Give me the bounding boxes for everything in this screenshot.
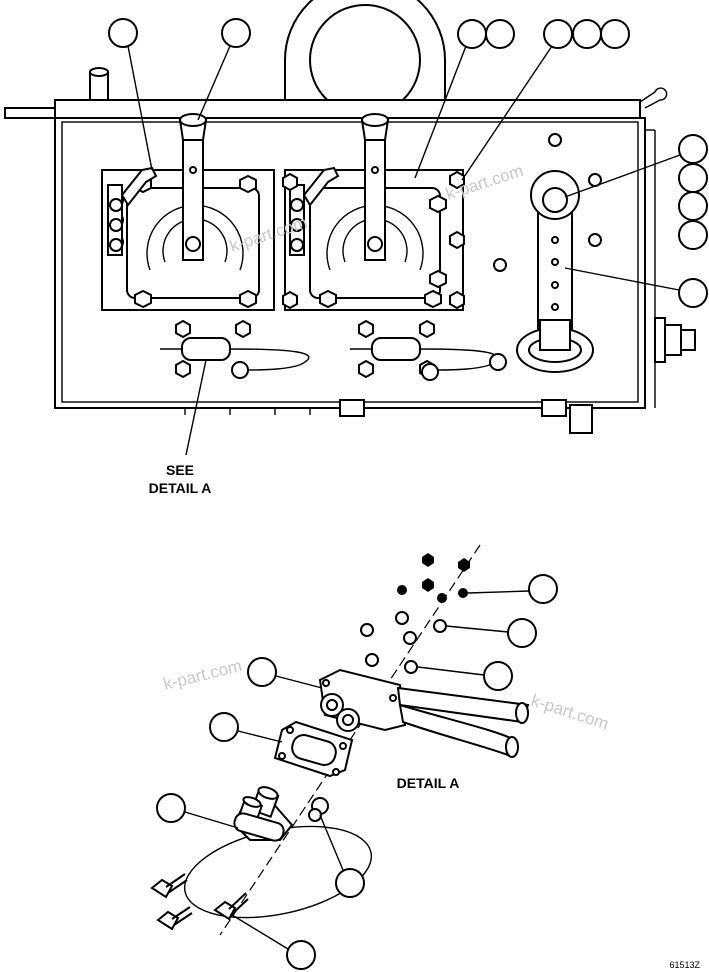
detail-a-title: DETAIL A xyxy=(397,775,460,791)
callout-bubble xyxy=(247,657,277,687)
detail-callouts xyxy=(156,574,558,970)
detail-plug-and-ring xyxy=(183,786,373,919)
drawing-number: 61513Z xyxy=(669,960,700,970)
callout-bubble xyxy=(678,220,708,250)
see-detail-label-line2: DETAIL A xyxy=(149,480,212,496)
see-detail-label-line1: SEE xyxy=(166,462,194,478)
housing-connectors xyxy=(160,337,507,381)
callout-bubble xyxy=(221,18,251,48)
watermark-text: k-part.com xyxy=(161,656,244,694)
housing-hex-nuts xyxy=(175,133,602,379)
callout-bubble xyxy=(678,191,708,221)
callout-bubble xyxy=(528,574,558,604)
callout-bubble xyxy=(209,712,239,742)
callout-bubble xyxy=(678,134,708,164)
right-lever xyxy=(516,170,594,373)
lifting-ring xyxy=(284,0,446,116)
callout-bubble xyxy=(457,19,487,49)
main-assembly: k-part.com k-part.com xyxy=(4,0,696,434)
callout-bubble xyxy=(678,278,708,308)
upper-callouts xyxy=(108,18,708,308)
callout-bubble xyxy=(485,19,515,49)
watermark-text: k-part.com xyxy=(529,691,611,734)
left-control-plate xyxy=(101,113,275,311)
callout-bubble xyxy=(156,793,186,823)
detail-gasket xyxy=(273,720,354,778)
callout-bubble xyxy=(108,18,138,48)
callout-bubble xyxy=(483,661,513,691)
detail-connector-body xyxy=(318,668,530,758)
callout-bubble xyxy=(600,19,630,49)
detail-leader-line xyxy=(185,359,207,456)
right-control-plate xyxy=(284,113,464,311)
side-fitting xyxy=(654,317,696,363)
callout-bubble xyxy=(572,19,602,49)
callout-bubble xyxy=(507,618,537,648)
callout-bubble xyxy=(543,19,573,49)
detail-nuts-washers xyxy=(360,553,470,674)
bottom-studs xyxy=(184,399,593,434)
callout-bubble xyxy=(286,940,316,970)
detail-screws xyxy=(150,873,249,931)
callout-bubble xyxy=(335,868,365,898)
callout-bubble xyxy=(678,163,708,193)
